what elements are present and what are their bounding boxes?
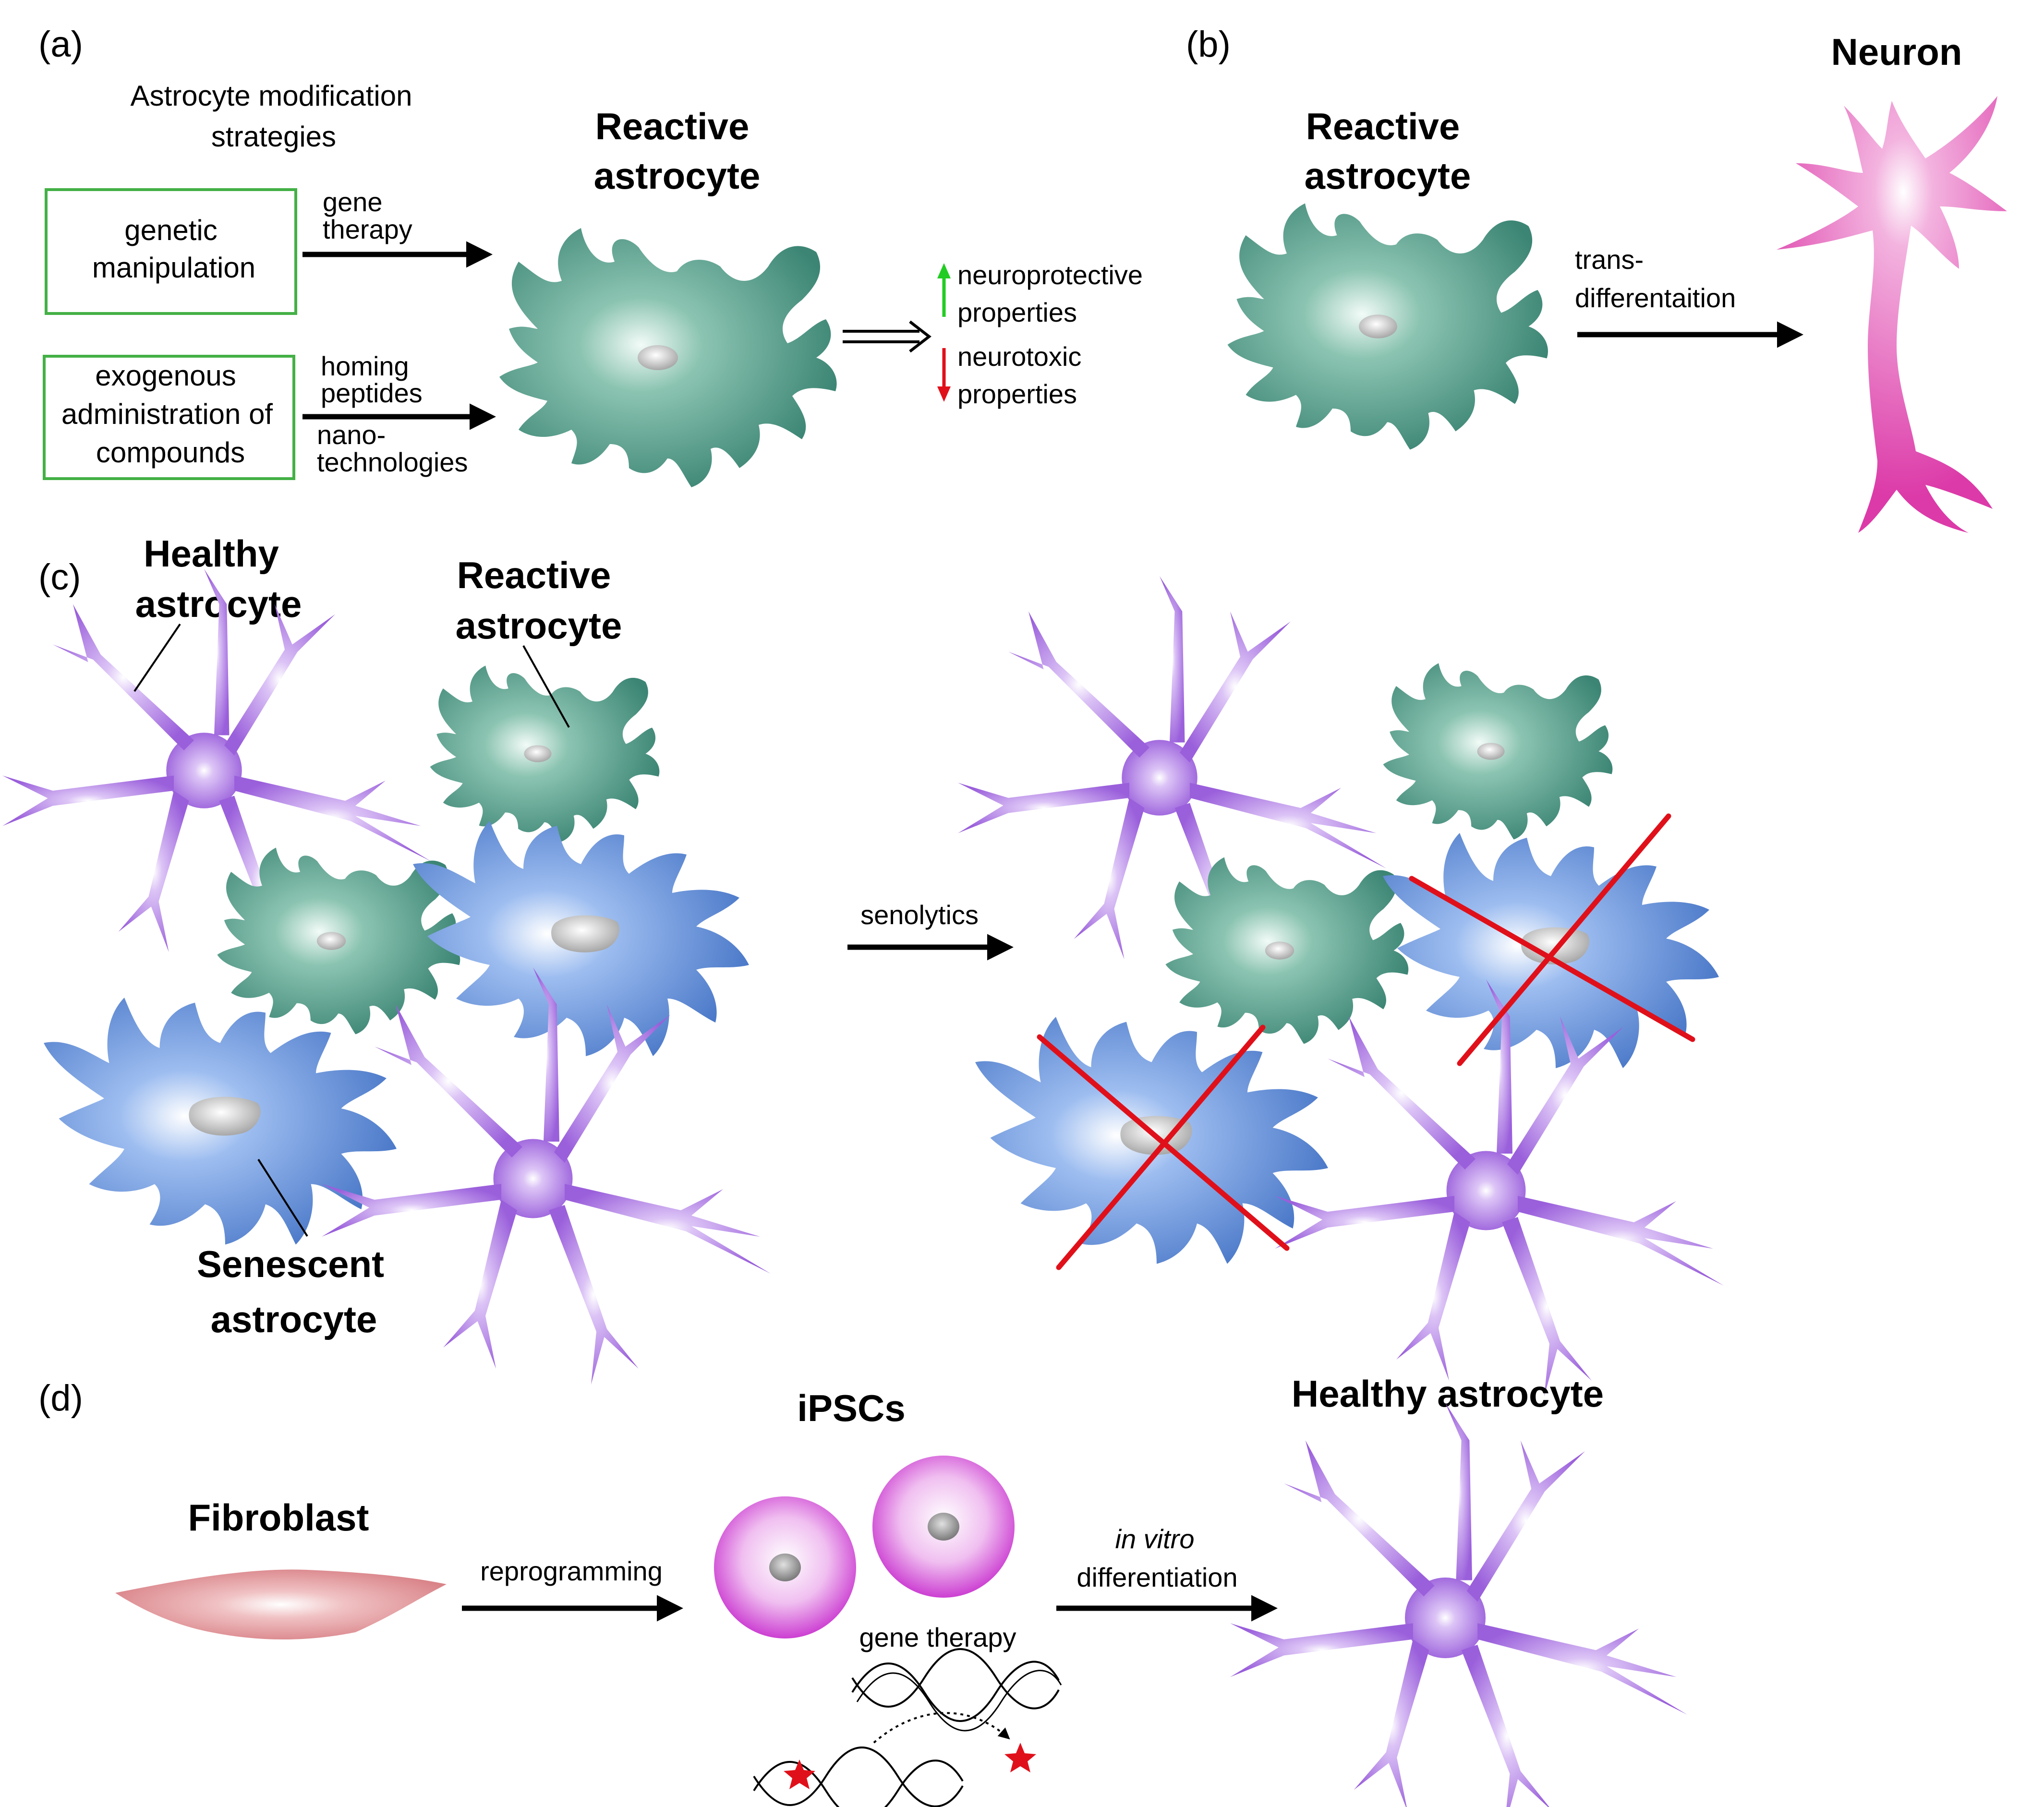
star-icon xyxy=(784,1759,815,1789)
neuron-cell xyxy=(1777,96,2007,533)
box2-line3: compounds xyxy=(96,436,245,469)
reactive-astrocyte-left-mid xyxy=(217,847,460,1035)
box1-line1: genetic xyxy=(124,214,217,246)
arrow1-line2: therapy xyxy=(323,214,412,244)
arrow-up-icon xyxy=(937,263,951,317)
fibroblast-title: Fibroblast xyxy=(188,1496,369,1539)
panel-a-label: (a) xyxy=(38,24,83,65)
box2-line1: exogenous xyxy=(95,360,236,392)
panel-b: (b) Reactive astrocyte trans- differenta… xyxy=(1186,24,2007,533)
panel-b-reactive-title-line2: astrocyte xyxy=(1305,155,1471,197)
neuroprotective-line2: properties xyxy=(957,297,1077,327)
panel-d: (d) Fibroblast reprogramming iPSCs gene … xyxy=(38,1373,1687,1807)
reactive-astrocyte-right-top xyxy=(1383,663,1613,840)
reactive-pointer-line xyxy=(522,645,570,728)
genetic-manipulation-box xyxy=(45,188,297,315)
senescent-label-line1: Senescent xyxy=(197,1243,384,1285)
arrow2-bot1: nano- xyxy=(317,420,386,450)
arrow2-top2: peptides xyxy=(321,378,423,408)
arrow2-top1: homing xyxy=(321,351,409,381)
panel-b-label: (b) xyxy=(1186,24,1231,65)
senescent-astrocyte-right-top xyxy=(1383,833,1719,1068)
arrow1-line1: gene xyxy=(323,187,383,217)
reactive-label-line1: Reactive xyxy=(457,554,611,596)
arrow2-bot2: technologies xyxy=(317,447,468,477)
senescent-astrocyte-right-bottom xyxy=(975,1017,1328,1264)
dna-helix-icon xyxy=(753,1747,964,1807)
panel-a-reactive-title-line2: astrocyte xyxy=(594,155,761,197)
gene-therapy-label: gene therapy xyxy=(859,1622,1016,1652)
box1-line2: manipulation xyxy=(92,252,255,284)
senescent-label-line2: astrocyte xyxy=(211,1298,377,1340)
neurotoxic-line2: properties xyxy=(957,379,1077,409)
senescent-astrocyte-left-top xyxy=(413,821,749,1056)
in-vitro-label: in vitro xyxy=(1115,1524,1195,1554)
implies-arrow-icon xyxy=(843,320,931,353)
star-icon xyxy=(1004,1743,1036,1772)
panel-b-reactive-title-line1: Reactive xyxy=(1306,105,1460,147)
ipsc-cell-right xyxy=(872,1456,1015,1598)
cross-mark-upper xyxy=(1409,813,1695,1066)
neurotoxic-line1: neurotoxic xyxy=(957,341,1081,372)
healthy-astrocyte-title: Healthy astrocyte xyxy=(1292,1373,1604,1415)
senolytics-label: senolytics xyxy=(860,900,979,930)
dna-helix-icon xyxy=(851,1648,1062,1732)
panel-a-reactive-title-line1: Reactive xyxy=(595,105,750,147)
reprogramming-label: reprogramming xyxy=(480,1556,663,1586)
reactive-astrocyte-cell-b xyxy=(1227,203,1548,450)
strategies-heading-line1: Astrocyte modification xyxy=(131,80,412,112)
fibroblast-cell xyxy=(115,1569,447,1639)
panel-c-label: (c) xyxy=(38,557,81,598)
reactive-astrocyte-left-top xyxy=(430,665,660,842)
healthy-astrocyte-final xyxy=(1230,1403,1687,1807)
panel-d-label: (d) xyxy=(38,1378,83,1419)
neuroprotective-line1: neuroprotective xyxy=(957,260,1143,290)
reactive-label-line2: astrocyte xyxy=(456,604,622,647)
healthy-label-line1: Healthy xyxy=(144,532,279,575)
transdiff-line1: trans- xyxy=(1575,244,1644,275)
senescent-astrocyte-left-bottom xyxy=(44,998,397,1245)
reactive-astrocyte-right-mid xyxy=(1165,857,1409,1044)
reactive-astrocyte-cell xyxy=(499,228,837,487)
ipsc-title: iPSCs xyxy=(797,1387,905,1429)
healthy-pointer-line xyxy=(133,623,181,692)
cross-mark-lower xyxy=(1037,1024,1290,1270)
ipsc-cell-left xyxy=(714,1496,856,1638)
panel-c: (c) Healthy astrocyte Reactive astrocyte… xyxy=(2,532,1724,1397)
differentiation-label: differentiation xyxy=(1076,1562,1237,1592)
transdiff-line2: differentaition xyxy=(1575,283,1736,313)
box2-line2: administration of xyxy=(61,398,273,430)
neuron-title: Neuron xyxy=(1831,31,1962,73)
arrow-down-icon xyxy=(937,348,951,402)
strategies-heading-line2: strategies xyxy=(211,120,336,153)
panel-a: (a) Astrocyte modification strategies ge… xyxy=(38,24,1143,487)
exogenous-administration-box xyxy=(43,355,295,480)
healthy-label-line2: astrocyte xyxy=(135,583,302,625)
senescent-pointer-line xyxy=(257,1158,308,1237)
